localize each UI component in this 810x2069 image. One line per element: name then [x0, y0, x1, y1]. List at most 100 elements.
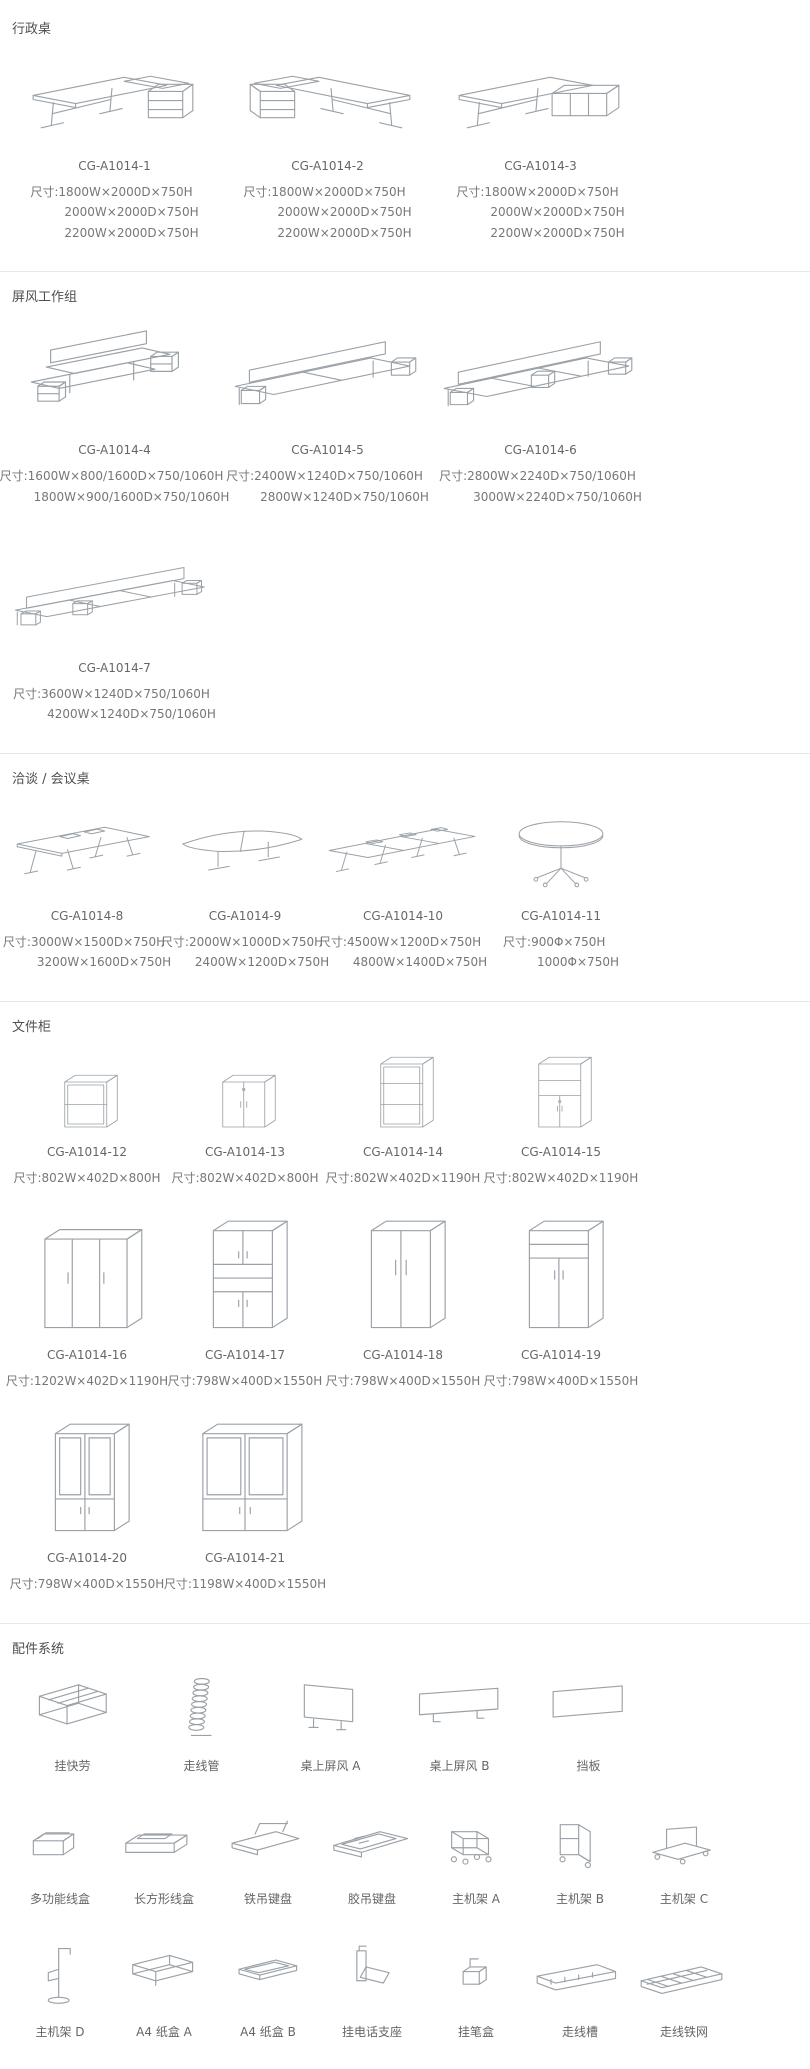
- acc-screen-b-drawing: [395, 1671, 524, 1747]
- dimension-line: 尺寸:900Φ×750H: [503, 932, 619, 952]
- accessory-cell: 主机架 A: [424, 1804, 528, 1907]
- product-dimensions: 尺寸:798W×400D×1550H: [168, 1371, 323, 1391]
- acc-cpu-b-drawing: [528, 1804, 632, 1880]
- accessory-label: 挂电话支座: [341, 2024, 402, 2039]
- product-code: CG-A1014-6: [504, 443, 577, 458]
- product-dimensions: 尺寸:802W×402D×1190H: [484, 1168, 639, 1188]
- accessory-label: 主机架 A: [451, 1891, 501, 1906]
- dimension-label: 尺寸:: [9, 1577, 38, 1592]
- dimension-line: 尺寸:1198W×400D×1550H: [164, 1574, 326, 1594]
- cab-mixed-mid-drawing: [482, 1049, 640, 1133]
- desk-l-1-drawing: [8, 51, 221, 147]
- dimension-value: 2800W×1240D×750/1060H: [260, 489, 429, 504]
- product-dimensions: 尺寸:802W×402D×1190H: [326, 1168, 481, 1188]
- accessory-label: 挂笔盒: [457, 2024, 494, 2039]
- dimension-line: 尺寸:798W×400D×1550H: [168, 1371, 323, 1391]
- accessory-label: 主机架 D: [35, 2024, 85, 2039]
- dimension-value: 2000W×2000D×750H: [490, 205, 625, 220]
- cab-open-low-drawing: [8, 1049, 166, 1133]
- cab-tall-doors-drawing: [324, 1218, 482, 1336]
- accessory-cell: 桌上屏风 B: [395, 1671, 524, 1774]
- accessory-cell: 挡板: [524, 1671, 653, 1774]
- accessory-label: A4 纸盒 B: [240, 2024, 296, 2039]
- dimension-value: 798W×400D×1550H: [37, 1577, 165, 1592]
- product-cell: CG-A1014-20 尺寸:798W×400D×1550H: [8, 1421, 166, 1594]
- dimension-label: 尺寸:: [439, 469, 468, 484]
- product-dimensions: 尺寸:798W×400D×1550H: [326, 1371, 481, 1391]
- accessory-label: 铁吊键盘: [243, 1891, 292, 1906]
- acc-cable-tube-drawing: [137, 1671, 266, 1747]
- dimension-label: 尺寸:: [503, 934, 532, 949]
- ws-row-drawing: [8, 537, 221, 649]
- accessory-label: 长方形线盒: [133, 1891, 194, 1906]
- dimension-line: 尺寸:802W×402D×800H: [14, 1168, 161, 1188]
- dimension-value: 1800W×2000D×750H: [271, 185, 406, 199]
- dimension-value: 3000W×2240D×750/1060H: [473, 489, 642, 504]
- product-code: CG-A1014-8: [50, 908, 124, 923]
- section-title-file-cabinets: 文件柜: [12, 1019, 52, 1035]
- cab-glass-wide-drawing: [166, 1421, 324, 1539]
- product-dimensions: 尺寸:1202W×402D×1190H: [6, 1371, 168, 1391]
- product-dimensions: 尺寸:802W×402D×800H: [14, 1168, 161, 1188]
- section-title-screen-workstations: 屏风工作组: [12, 290, 78, 306]
- product-code: CG-A1014-4: [78, 443, 151, 458]
- product-code: CG-A1014-7: [78, 660, 151, 675]
- accessory-label: 主机架 C: [659, 1891, 709, 1906]
- acc-mesh-drawing: [632, 1937, 736, 2013]
- product-cell: CG-A1014-6 尺寸:2800W×2240D×750/1060H 3000W×…: [434, 319, 647, 507]
- dimension-line: 尺寸:1600W×800/1600D×750/1060H: [0, 466, 229, 486]
- product-cell: CG-A1014-14 尺寸:802W×402D×1190H: [324, 1049, 482, 1188]
- dimension-line: 尺寸:1800W×2000D×750H: [243, 182, 411, 202]
- dimension-line: 尺寸:1800W×2000D×750H: [30, 182, 198, 202]
- dimension-label: 尺寸:: [160, 934, 189, 949]
- accessory-cell: 挂电话支座: [320, 1937, 424, 2040]
- section-title-executive-desks: 行政桌: [12, 22, 52, 37]
- acc-a4-a-drawing: [112, 1937, 216, 2013]
- dimension-value: 4800W×1400D×750H: [352, 955, 488, 970]
- product-code: CG-A1014-16: [46, 1347, 128, 1362]
- ws-6-drawing: [434, 319, 647, 431]
- product-dimensions: 尺寸:2800W×2240D×750/1060H 3000W×2240D×750/…: [439, 466, 642, 507]
- dimension-label: 尺寸:: [318, 934, 347, 949]
- product-code: CG-A1014-3: [504, 159, 577, 173]
- product-code: CG-A1014-14: [362, 1144, 444, 1159]
- dimension-value: 900Φ×750H: [531, 934, 606, 949]
- acc-cpu-c-drawing: [632, 1804, 736, 1880]
- acc-baffle-drawing: [524, 1671, 653, 1747]
- acc-trough-drawing: [528, 1937, 632, 2013]
- dimension-value: 798W×400D×1550H: [353, 1373, 481, 1388]
- dimension-value: 1198W×400D×1550H: [191, 1577, 327, 1592]
- accessory-cell: 走线管: [137, 1671, 266, 1774]
- dimension-line: 尺寸:3600W×1240D×750/1060H: [13, 684, 216, 704]
- accessory-label: 走线铁网: [659, 2024, 708, 2039]
- product-row: CG-A1014-16 尺寸:1202W×402D×1190H CG-A1014-1…: [6, 1218, 810, 1391]
- dimension-value: 3200W×1600D×750H: [36, 955, 172, 970]
- accessory-cell: 主机架 C: [632, 1804, 736, 1907]
- ws-4-drawing: [221, 319, 434, 431]
- accessory-cell: 挂笔盒: [424, 1937, 528, 2040]
- product-code: CG-A1014-20: [46, 1551, 128, 1566]
- dimension-value: 1202W×402D×1190H: [33, 1373, 169, 1388]
- dimension-value: 2800W×2240D×750/1060H: [467, 469, 636, 484]
- accessory-cell: 多功能线盒: [8, 1804, 112, 1907]
- dimension-value: 802W×402D×800H: [199, 1170, 319, 1185]
- product-code: CG-A1014-19: [520, 1347, 602, 1362]
- dimension-label: 尺寸:: [30, 185, 59, 199]
- dimension-value: 4200W×1240D×750/1060H: [47, 707, 216, 722]
